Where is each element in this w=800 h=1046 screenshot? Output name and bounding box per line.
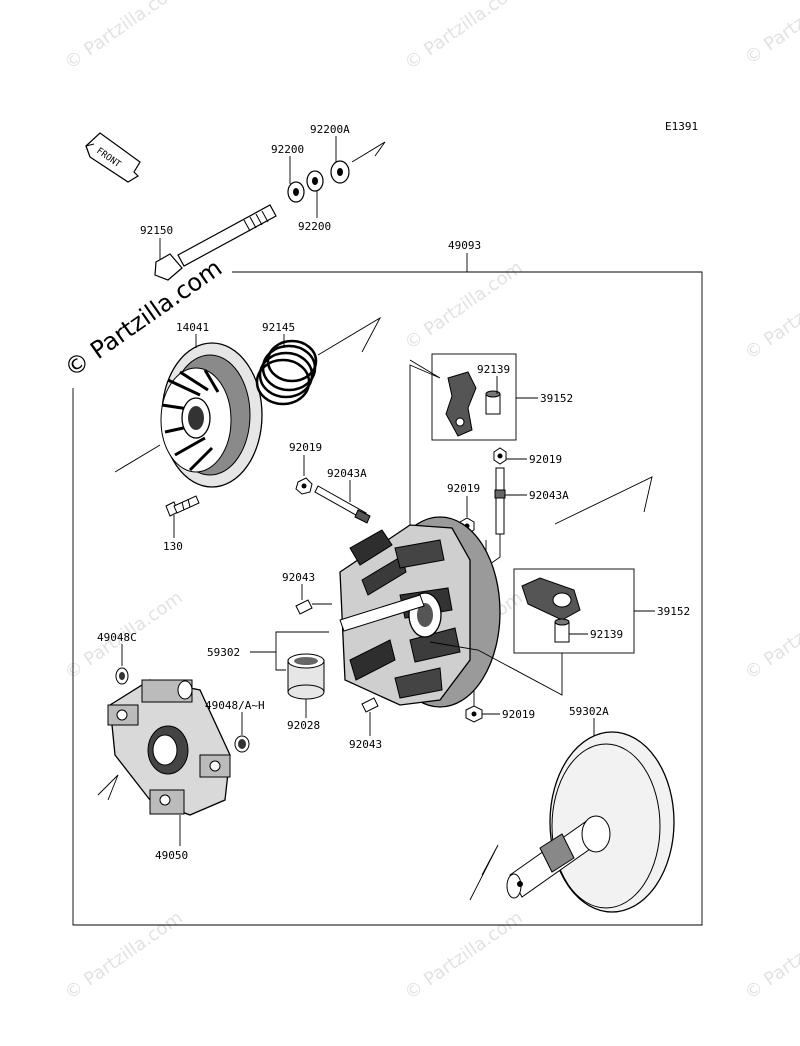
spider-49050 (107, 679, 231, 816)
assembly-frame (72, 271, 703, 926)
weight-arm-39152 (521, 577, 581, 621)
bolt-130 (165, 495, 200, 517)
watermark: © Partzilla.com (741, 587, 800, 684)
axis-line (429, 641, 563, 696)
callout-92028: 92028 (287, 719, 320, 732)
axis-line (351, 141, 386, 163)
callout-59302A: 59302A (569, 705, 609, 718)
watermark: © Partzilla.com (401, 907, 527, 1004)
watermark: © Partzilla.com (741, 0, 800, 69)
callout-92150: 92150 (140, 224, 173, 237)
axis-line (554, 476, 653, 525)
callout-49048-a-h: 49048/A~H (205, 699, 265, 712)
watermark: © Partzilla.com (741, 907, 800, 1004)
roller-92139 (485, 390, 501, 415)
callout-box (431, 353, 517, 441)
leader-line (275, 631, 329, 671)
callout-92200: 92200 (271, 143, 304, 156)
diagram-code: E1391 (665, 120, 698, 133)
callout-49050: 49050 (155, 849, 188, 862)
bolt-92150 (154, 204, 277, 281)
axis-line (114, 444, 161, 473)
watermark: © Partzilla.com (401, 0, 527, 74)
callout-92139: 92139 (477, 363, 510, 376)
axis-line (469, 844, 499, 901)
callout-14041: 14041 (176, 321, 209, 334)
callout-92043: 92043 (349, 738, 382, 751)
shaft-92043A (314, 485, 371, 524)
watermark: © Partzilla.com (741, 267, 800, 364)
washer-92200 (306, 170, 324, 192)
callout-39152: 39152 (540, 392, 573, 405)
axis-line (317, 316, 382, 356)
weight-arm-39152 (445, 371, 477, 437)
pin-92043 (295, 599, 313, 615)
sheave-59302A (506, 731, 675, 913)
callout-49093: 49093 (448, 239, 481, 252)
callout-92043A: 92043A (529, 489, 569, 502)
collar-49048-a-h (234, 735, 250, 753)
callout-92200: 92200 (298, 220, 331, 233)
pin-92043 (361, 697, 379, 713)
nut-92019 (295, 477, 313, 495)
nut-92019 (465, 705, 483, 723)
callout-92019: 92019 (289, 441, 322, 454)
callout-92200A: 92200A (310, 123, 350, 136)
roller-92139 (554, 618, 570, 643)
callout-130: 130 (163, 540, 183, 553)
callout-92145: 92145 (262, 321, 295, 334)
axis-line (409, 359, 441, 560)
fixed-sheave-14041 (160, 342, 263, 488)
callout-92043A: 92043A (327, 467, 367, 480)
watermark: © Partzilla.com (61, 0, 187, 74)
bushing-92028 (287, 653, 325, 700)
nut-92019 (493, 447, 507, 465)
callout-92139: 92139 (590, 628, 623, 641)
callout-92043: 92043 (282, 571, 315, 584)
washer-92200A (330, 160, 350, 184)
axis-line (97, 774, 119, 801)
callout-39152: 39152 (657, 605, 690, 618)
callout-92019: 92019 (529, 453, 562, 466)
callout-92019: 92019 (502, 708, 535, 721)
callout-59302: 59302 (207, 646, 240, 659)
front-arrow-icon: FRONT (85, 132, 141, 183)
collar-49048C (115, 667, 129, 685)
shaft-92043A (494, 467, 506, 535)
washer-92200 (287, 181, 305, 203)
movable-sheave-59302 (339, 516, 501, 708)
watermark: © Partzilla.com (61, 907, 187, 1004)
spring-92145 (255, 339, 318, 406)
callout-92019: 92019 (447, 482, 480, 495)
callout-49048C: 49048C (97, 631, 137, 644)
